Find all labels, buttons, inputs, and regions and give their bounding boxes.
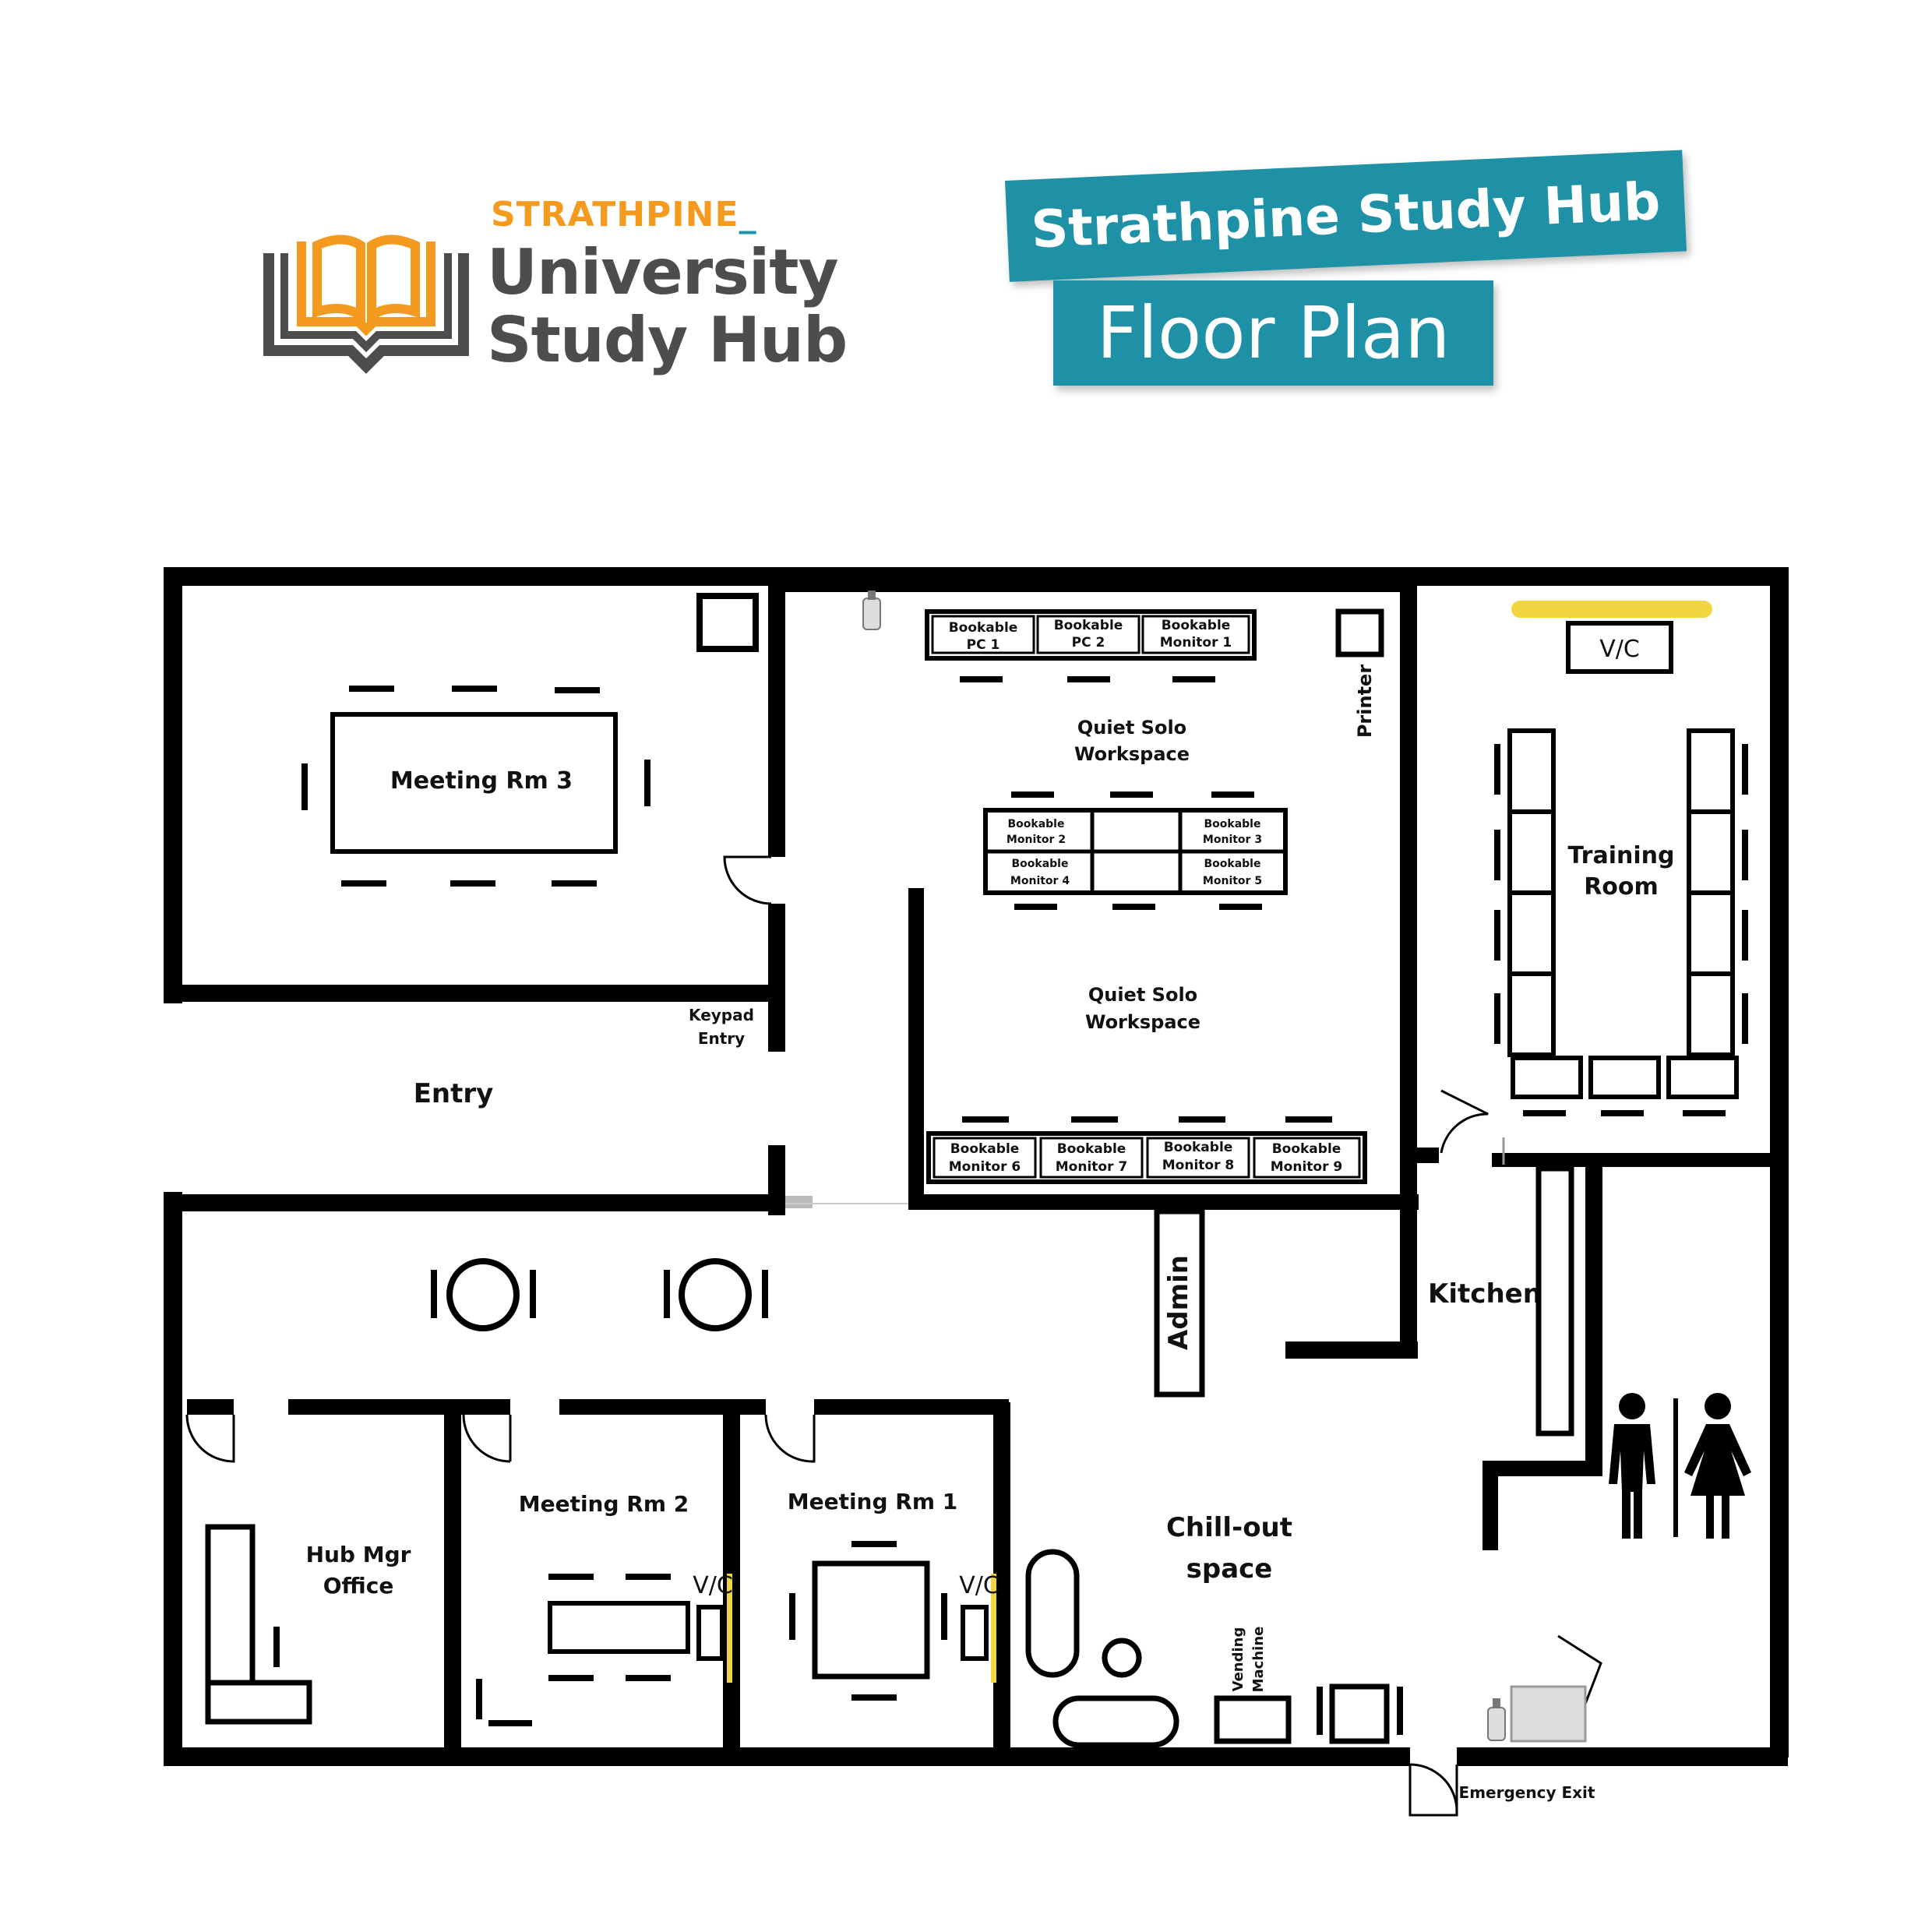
male-toilet-icon [1609, 1393, 1655, 1539]
page-subtitle: Floor Plan [1053, 280, 1493, 386]
desk-monitor9-id: Monitor 9 [1271, 1159, 1342, 1175]
round-tables [431, 1258, 768, 1331]
meeting-rm1-vc-label: V/C [959, 1572, 999, 1599]
emergency-exit-label: Emergency Exit [1459, 1783, 1595, 1802]
meeting-rm3-table [330, 712, 618, 854]
desk-monitor4-id: Monitor 4 [1010, 875, 1070, 887]
kitchen-bench [1535, 1165, 1574, 1437]
desk-monitor6: Bookable [950, 1141, 1020, 1157]
admin-label: Admin [1163, 1255, 1194, 1350]
vending-label-2: Machine [1250, 1627, 1267, 1693]
kitchen-label: Kitchen [1428, 1278, 1542, 1310]
meeting-rm3: Meeting Rm 3 [301, 593, 759, 887]
desk-pc1-id: PC 1 [967, 637, 1000, 653]
desk-pc2: Bookable [1054, 618, 1123, 633]
vending-machine [1214, 1695, 1292, 1744]
university-study-hub-logo: STRATHPINE_ University Study Hub [253, 191, 861, 393]
fire-extinguisher-icon [862, 591, 881, 630]
meeting-rm1-label: Meeting Rm 1 [788, 1489, 958, 1514]
training-whiteboard [1511, 601, 1712, 618]
desk-monitor2-id: Monitor 2 [1007, 834, 1066, 846]
hub-mgr-label-2: Office [323, 1573, 394, 1599]
training-vc-screen [1566, 621, 1673, 674]
desk-monitor7: Bookable [1057, 1141, 1126, 1157]
desk-monitor6-id: Monitor 6 [949, 1159, 1021, 1175]
desk-monitor7-id: Monitor 7 [1056, 1159, 1127, 1175]
desk-row-top: Bookable PC 1 Bookable PC 2 Bookable Mon… [925, 609, 1257, 682]
logo-top-text: STRATHPINE_ [491, 195, 757, 234]
quiet-workspace-b-line1: Quiet Solo [1088, 984, 1197, 1006]
couch-horizontal [1052, 1695, 1179, 1748]
couch-vertical [1025, 1549, 1080, 1678]
doors [185, 855, 1602, 1817]
desk-monitor8: Bookable [1164, 1140, 1233, 1155]
desk-monitor5-id: Monitor 5 [1203, 875, 1262, 887]
chill-out-label-2: space [1186, 1553, 1273, 1585]
entry-label: Entry [414, 1078, 494, 1109]
meeting-rm2-whiteboard [727, 1574, 732, 1683]
desk-monitor1: Bookable [1162, 618, 1231, 633]
emergency-cabinet [1510, 1685, 1587, 1743]
meeting-rm2: Meeting Rm 2 V/C [476, 1491, 733, 1726]
desk-pc1: Bookable [949, 620, 1018, 636]
training-room-label-2: Room [1584, 873, 1659, 901]
open-book-icon [263, 234, 469, 374]
coffee-table [1102, 1638, 1142, 1678]
meeting-rm2-vc-label: V/C [693, 1572, 733, 1599]
desk-pc2-id: PC 2 [1072, 635, 1105, 650]
hub-mgr-office: Hub Mgr Office [205, 1524, 411, 1725]
desk-monitor5: Bookable [1204, 858, 1261, 870]
quiet-workspace-a-line2: Workspace [1074, 743, 1190, 765]
chill-out-label-1: Chill-out [1166, 1512, 1292, 1543]
walls [164, 567, 1789, 1766]
fire-extinguisher-icon [1487, 1698, 1506, 1741]
desk-monitor4: Bookable [1012, 858, 1069, 870]
printer-label: Printer [1354, 665, 1376, 738]
female-toilet-icon [1684, 1393, 1751, 1539]
desk-monitor3: Bookable [1204, 818, 1261, 830]
desk-monitor8-id: Monitor 8 [1162, 1158, 1234, 1173]
keypad-label: Keypad [689, 1006, 754, 1024]
desk-row-bottom: Bookable Monitor 6 Bookable Monitor 7 Bo… [926, 1116, 1367, 1184]
training-room-label-1: Training [1568, 842, 1675, 869]
entry-threshold [785, 1196, 813, 1208]
training-room: V/C Training Room [1494, 601, 1748, 1116]
fridge [1329, 1683, 1390, 1744]
admin-desk [1154, 1208, 1205, 1398]
desk-monitor9: Bookable [1272, 1141, 1341, 1157]
logo-line-university: University [487, 236, 839, 308]
meeting-rm3-cabinet [696, 593, 759, 652]
desk-monitor2: Bookable [1008, 818, 1065, 830]
desk-cluster-middle: Bookable Monitor 2 Bookable Monitor 3 Bo… [983, 791, 1288, 910]
chill-out-space: Chill-out space Vending Machine [1025, 1512, 1403, 1748]
training-vc-label: V/C [1599, 636, 1640, 663]
meeting-rm3-chairs [301, 686, 650, 887]
meeting-rm2-label: Meeting Rm 2 [519, 1491, 689, 1517]
quiet-workspace-a-line1: Quiet Solo [1077, 717, 1186, 739]
desk-monitor3-id: Monitor 3 [1203, 834, 1262, 846]
hub-mgr-label-1: Hub Mgr [306, 1542, 411, 1567]
toilet-divider [1673, 1398, 1678, 1537]
meeting-rm1-whiteboard [991, 1574, 996, 1683]
vending-label-1: Vending [1230, 1627, 1246, 1692]
meeting-rm3-label: Meeting Rm 3 [390, 767, 573, 795]
printer [1335, 608, 1384, 658]
logo-line-study-hub: Study Hub [487, 304, 848, 376]
meeting-rm1: Meeting Rm 1 V/C [788, 1489, 999, 1701]
desk-monitor1-id: Monitor 1 [1160, 635, 1232, 650]
quiet-workspace-b-line2: Workspace [1085, 1011, 1200, 1033]
keypad-entry-label: Entry [698, 1029, 745, 1048]
